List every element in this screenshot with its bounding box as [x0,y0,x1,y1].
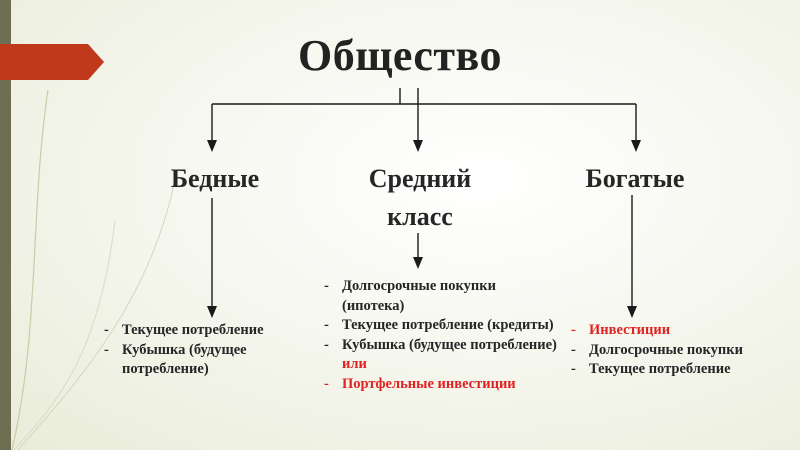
arrow-head-poor-icon [207,140,217,152]
list-rich: Инвестиции Долгосрочные покупки Текущее … [567,321,797,380]
list-item: Текущее потребление (кредиты) [320,316,560,336]
arrow-flag-icon [0,44,104,80]
list-item: Портфельные инвестиции [320,375,560,395]
side-bar [0,0,11,450]
list-item: Кубышка (будущее потребление) [100,341,310,380]
list-item: Текущее потребление [567,360,797,380]
category-rich: Богатые [585,164,685,193]
arrow-head-poor-list-icon [207,306,217,318]
list-item-suffix: или [342,356,367,372]
list-item: Текущее потребление [100,321,310,341]
list-poor: Текущее потребление Кубышка (будущее пот… [100,321,310,380]
category-poor: Бедные [170,164,260,193]
list-item: Долгосрочные покупки [567,341,797,361]
list-item: Кубышка (будущее потребление) или [320,336,560,375]
list-middle-class: Долгосрочные покупки (ипотека) Текущее п… [320,277,560,394]
arrow-head-middle-icon [413,140,423,152]
arrow-head-rich-list-icon [627,306,637,318]
diagram-title: Общество [297,31,503,80]
category-middle-class: Средний класс [368,164,472,231]
list-item: Долгосрочные покупки (ипотека) [320,277,560,316]
arrow-head-rich-icon [631,140,641,152]
arrow-head-middle-list-icon [413,257,423,269]
list-item: Инвестиции [567,321,797,341]
